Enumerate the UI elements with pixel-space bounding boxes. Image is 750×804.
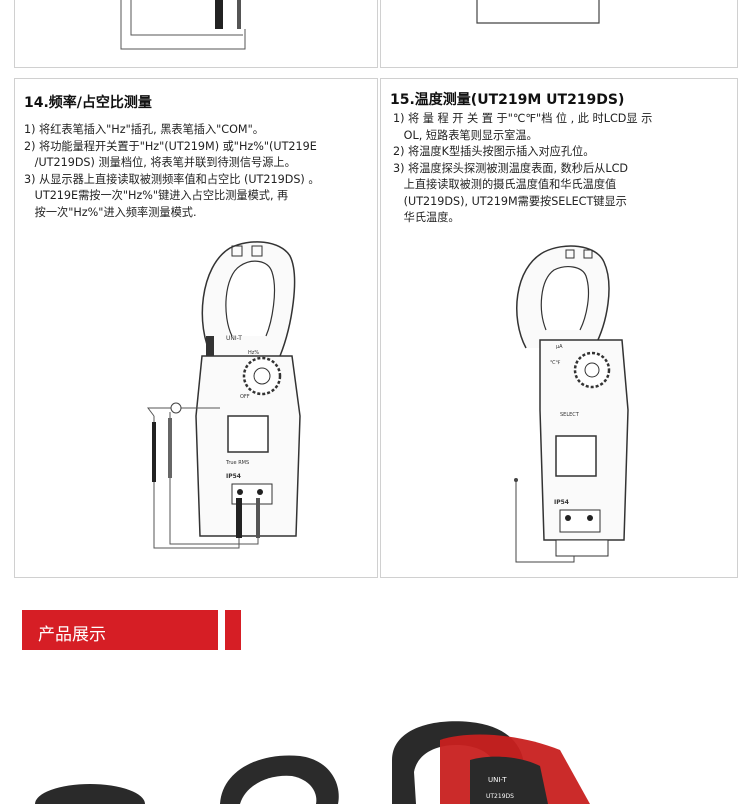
product-photo: UNI-T UT219DS xyxy=(35,721,590,804)
step-15-3: 3) 将温度探头探测被测温度表面, 数秒后从LCD xyxy=(393,161,628,175)
step-14-1: 1) 将红表笔插入"Hz"插孔, 黑表笔插入"COM"。 xyxy=(24,123,264,136)
ip-label-15: IP54 xyxy=(554,499,569,506)
product-showcase-label: 产品展示 xyxy=(38,625,106,645)
step-14-3c: 按一次"Hz%"进入频率测量模式. xyxy=(24,205,197,219)
step-15-3c: (UT219DS), UT219M需要按SELECT键显示 xyxy=(393,194,627,208)
section-14-steps: 1) 将红表笔插入"Hz"插孔, 黑表笔插入"COM"。 2) 将功能量程开关置… xyxy=(24,122,369,221)
step-15-1: 1) 将 量 程 开 关 置 于"℃℉"档 位 , 此 时LCD显 示 xyxy=(393,112,653,125)
section-15-steps: 1) 将 量 程 开 关 置 于"℃℉"档 位 , 此 时LCD显 示 OL, … xyxy=(393,111,728,227)
step-14-3: 3) 从显示器上直接读取被测频率值和占空比 (UT219DS) 。 xyxy=(24,172,320,186)
prev-wiring-diagram xyxy=(120,0,246,50)
step-15-3d: 华氏温度。 xyxy=(393,211,460,224)
product-showcase-banner xyxy=(22,610,218,650)
brand-label: UNI-T xyxy=(226,335,242,342)
prev-meter-bottom xyxy=(476,0,600,24)
step-15-1b: OL, 短路表笔则显示室温。 xyxy=(393,128,538,142)
hz-label: Hz% xyxy=(248,350,259,356)
step-15-3b: 上直接读取被测的摄氏温度值和华氏温度值 xyxy=(393,178,617,191)
clamp-meter-temperature-diagram: μA ℃℉ SELECT IP54 xyxy=(514,245,629,563)
section-14-title: 14.频率/占空比测量 xyxy=(24,95,152,111)
step-14-2: 2) 将功能量程开关置于"Hz"(UT219M) 或"Hz%"(UT219E xyxy=(24,139,317,153)
clamp-meter-frequency-diagram: UNI-T Hz% OFF True RMS IP54 xyxy=(147,241,301,549)
step-14-3b: UT219E需按一次"Hz%"键进入占空比测量模式, 再 xyxy=(24,189,289,202)
prev-step-panel-right xyxy=(380,0,738,68)
select-label: SELECT xyxy=(560,412,580,418)
trms-label: True RMS xyxy=(225,460,249,466)
section-14-panel xyxy=(14,78,378,578)
step-15-2: 2) 将温度K型插头按图示插入对应孔位。 xyxy=(393,145,595,158)
photo-model: UT219DS xyxy=(486,793,514,800)
ua-label: μA xyxy=(556,344,563,350)
photo-brand: UNI-T xyxy=(488,776,507,784)
off-label: OFF xyxy=(240,394,250,400)
temp-label: ℃℉ xyxy=(550,360,561,366)
banner-accent-tab xyxy=(225,610,241,650)
prev-step-panel-left xyxy=(14,0,378,68)
ip-label: IP54 xyxy=(226,473,241,480)
section-15-title: 15.温度测量(UT219M UT219DS) xyxy=(390,92,625,108)
step-14-2b: /UT219DS) 测量档位, 将表笔并联到待测信号源上。 xyxy=(24,156,296,169)
